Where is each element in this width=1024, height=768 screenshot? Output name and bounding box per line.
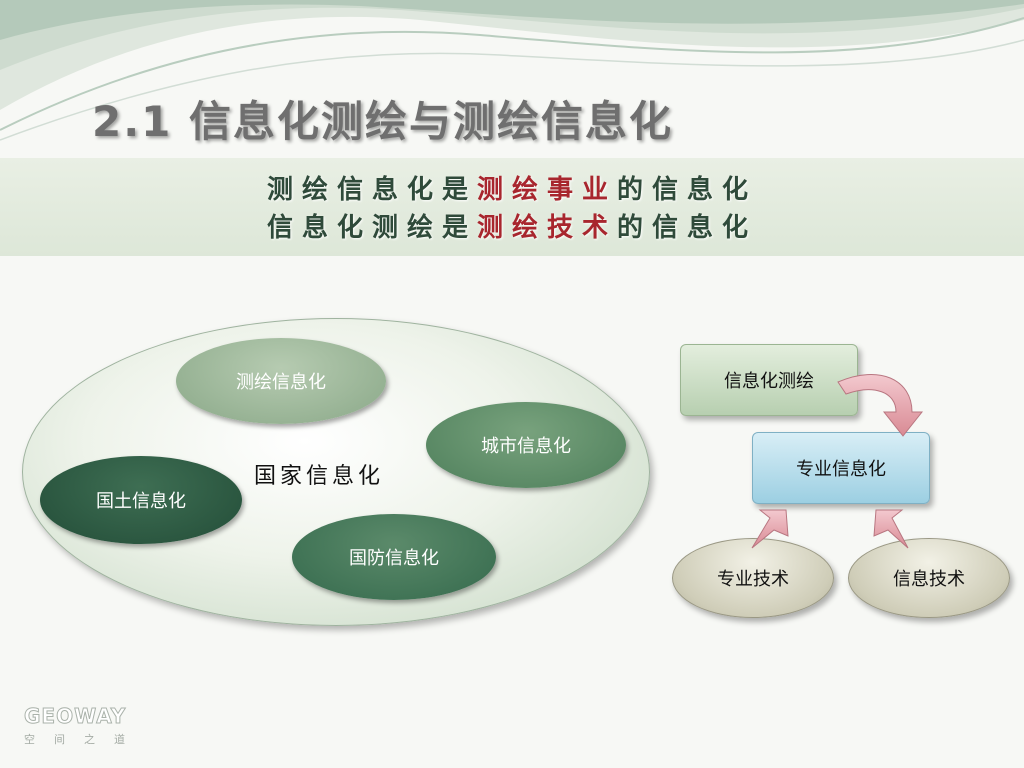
national-informatization-label: 国家信息化 [254,464,385,489]
professional-informatization-box: 专业信息化 [752,432,930,504]
line-1-suffix: 的信息化 [617,175,758,205]
information-technology-ellipse: 信息技术 [848,538,1010,618]
line-2-suffix: 的信息化 [617,213,758,243]
land-informatization-ellipse: 国土信息化 [40,456,242,544]
defense-informatization-ellipse: 国防信息化 [292,514,496,600]
geoway-logo: GEOWAY 空间之道 [24,704,154,748]
logo-name: GEOWAY [24,704,127,729]
background-waves [0,0,1024,141]
definition-line-1: 测绘信息化是测绘事业的信息化 [0,171,1024,209]
line-2-prefix: 信息化测绘是 [266,213,477,243]
logo-tagline: 空间之道 [24,733,144,746]
informatized-surveying-box: 信息化测绘 [680,344,858,416]
line-1-highlight: 测绘事业 [476,175,617,205]
definition-banner: 测绘信息化是测绘事业的信息化 信息化测绘是测绘技术的信息化 [0,158,1024,256]
city-informatization-ellipse: 城市信息化 [426,402,626,488]
surveying-informatization-ellipse: 测绘信息化 [176,338,386,424]
line-2-highlight: 测绘技术 [476,213,617,243]
definition-line-2: 信息化测绘是测绘技术的信息化 [0,209,1024,247]
professional-technology-ellipse: 专业技术 [672,538,834,618]
page-title: 2.1 信息化测绘与测绘信息化 [92,97,674,146]
line-1-prefix: 测绘信息化是 [266,175,477,205]
